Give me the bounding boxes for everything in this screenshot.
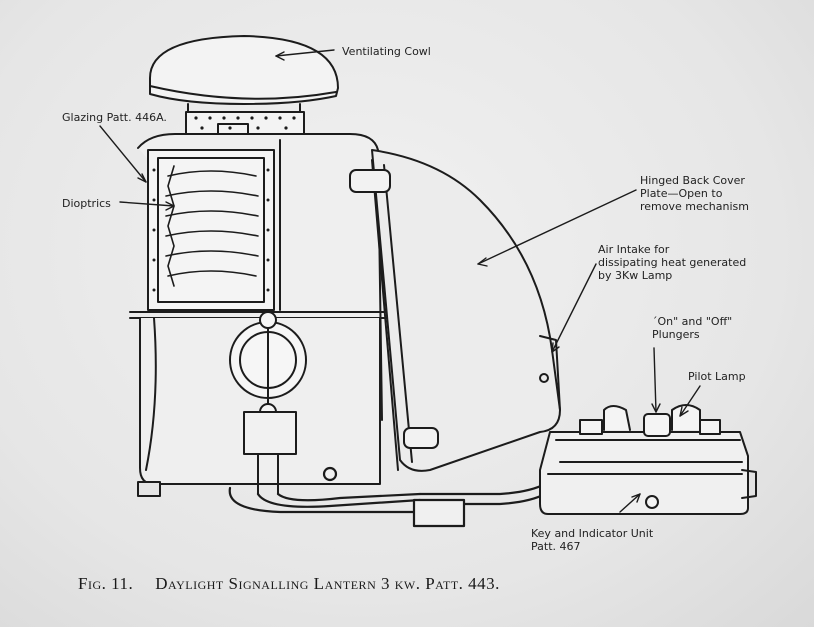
label-dioptrics: Dioptrics [62, 197, 111, 210]
label-glazing: Glazing Patt. 446A. [62, 111, 167, 124]
label-key-indicator-unit: Key and Indicator Unit Patt. 467 [531, 527, 654, 553]
figure-title: Daylight Signalling Lantern 3 kw. Patt. … [155, 574, 500, 593]
lantern-body-drawing [129, 133, 393, 497]
key-indicator-unit-drawing [539, 404, 757, 515]
figure-number: Fig. 11. [78, 574, 134, 593]
leader-lines [99, 49, 701, 513]
label-pilot-lamp: Pilot Lamp [688, 370, 746, 383]
label-ventilating-cowl: Ventilating Cowl [342, 45, 431, 58]
label-hinged-back-cover: Hinged Back Cover Plate—Open to remove m… [640, 174, 749, 213]
back-cover-drawing [349, 149, 561, 472]
ventilating-cowl-drawing [149, 35, 339, 135]
figure-caption: Fig. 11. Daylight Signalling Lantern 3 kw… [78, 574, 778, 594]
label-on-off-plungers: ´On" and "Off" Plungers [652, 315, 733, 341]
label-air-intake: Air Intake for dissipating heat generate… [598, 243, 747, 282]
